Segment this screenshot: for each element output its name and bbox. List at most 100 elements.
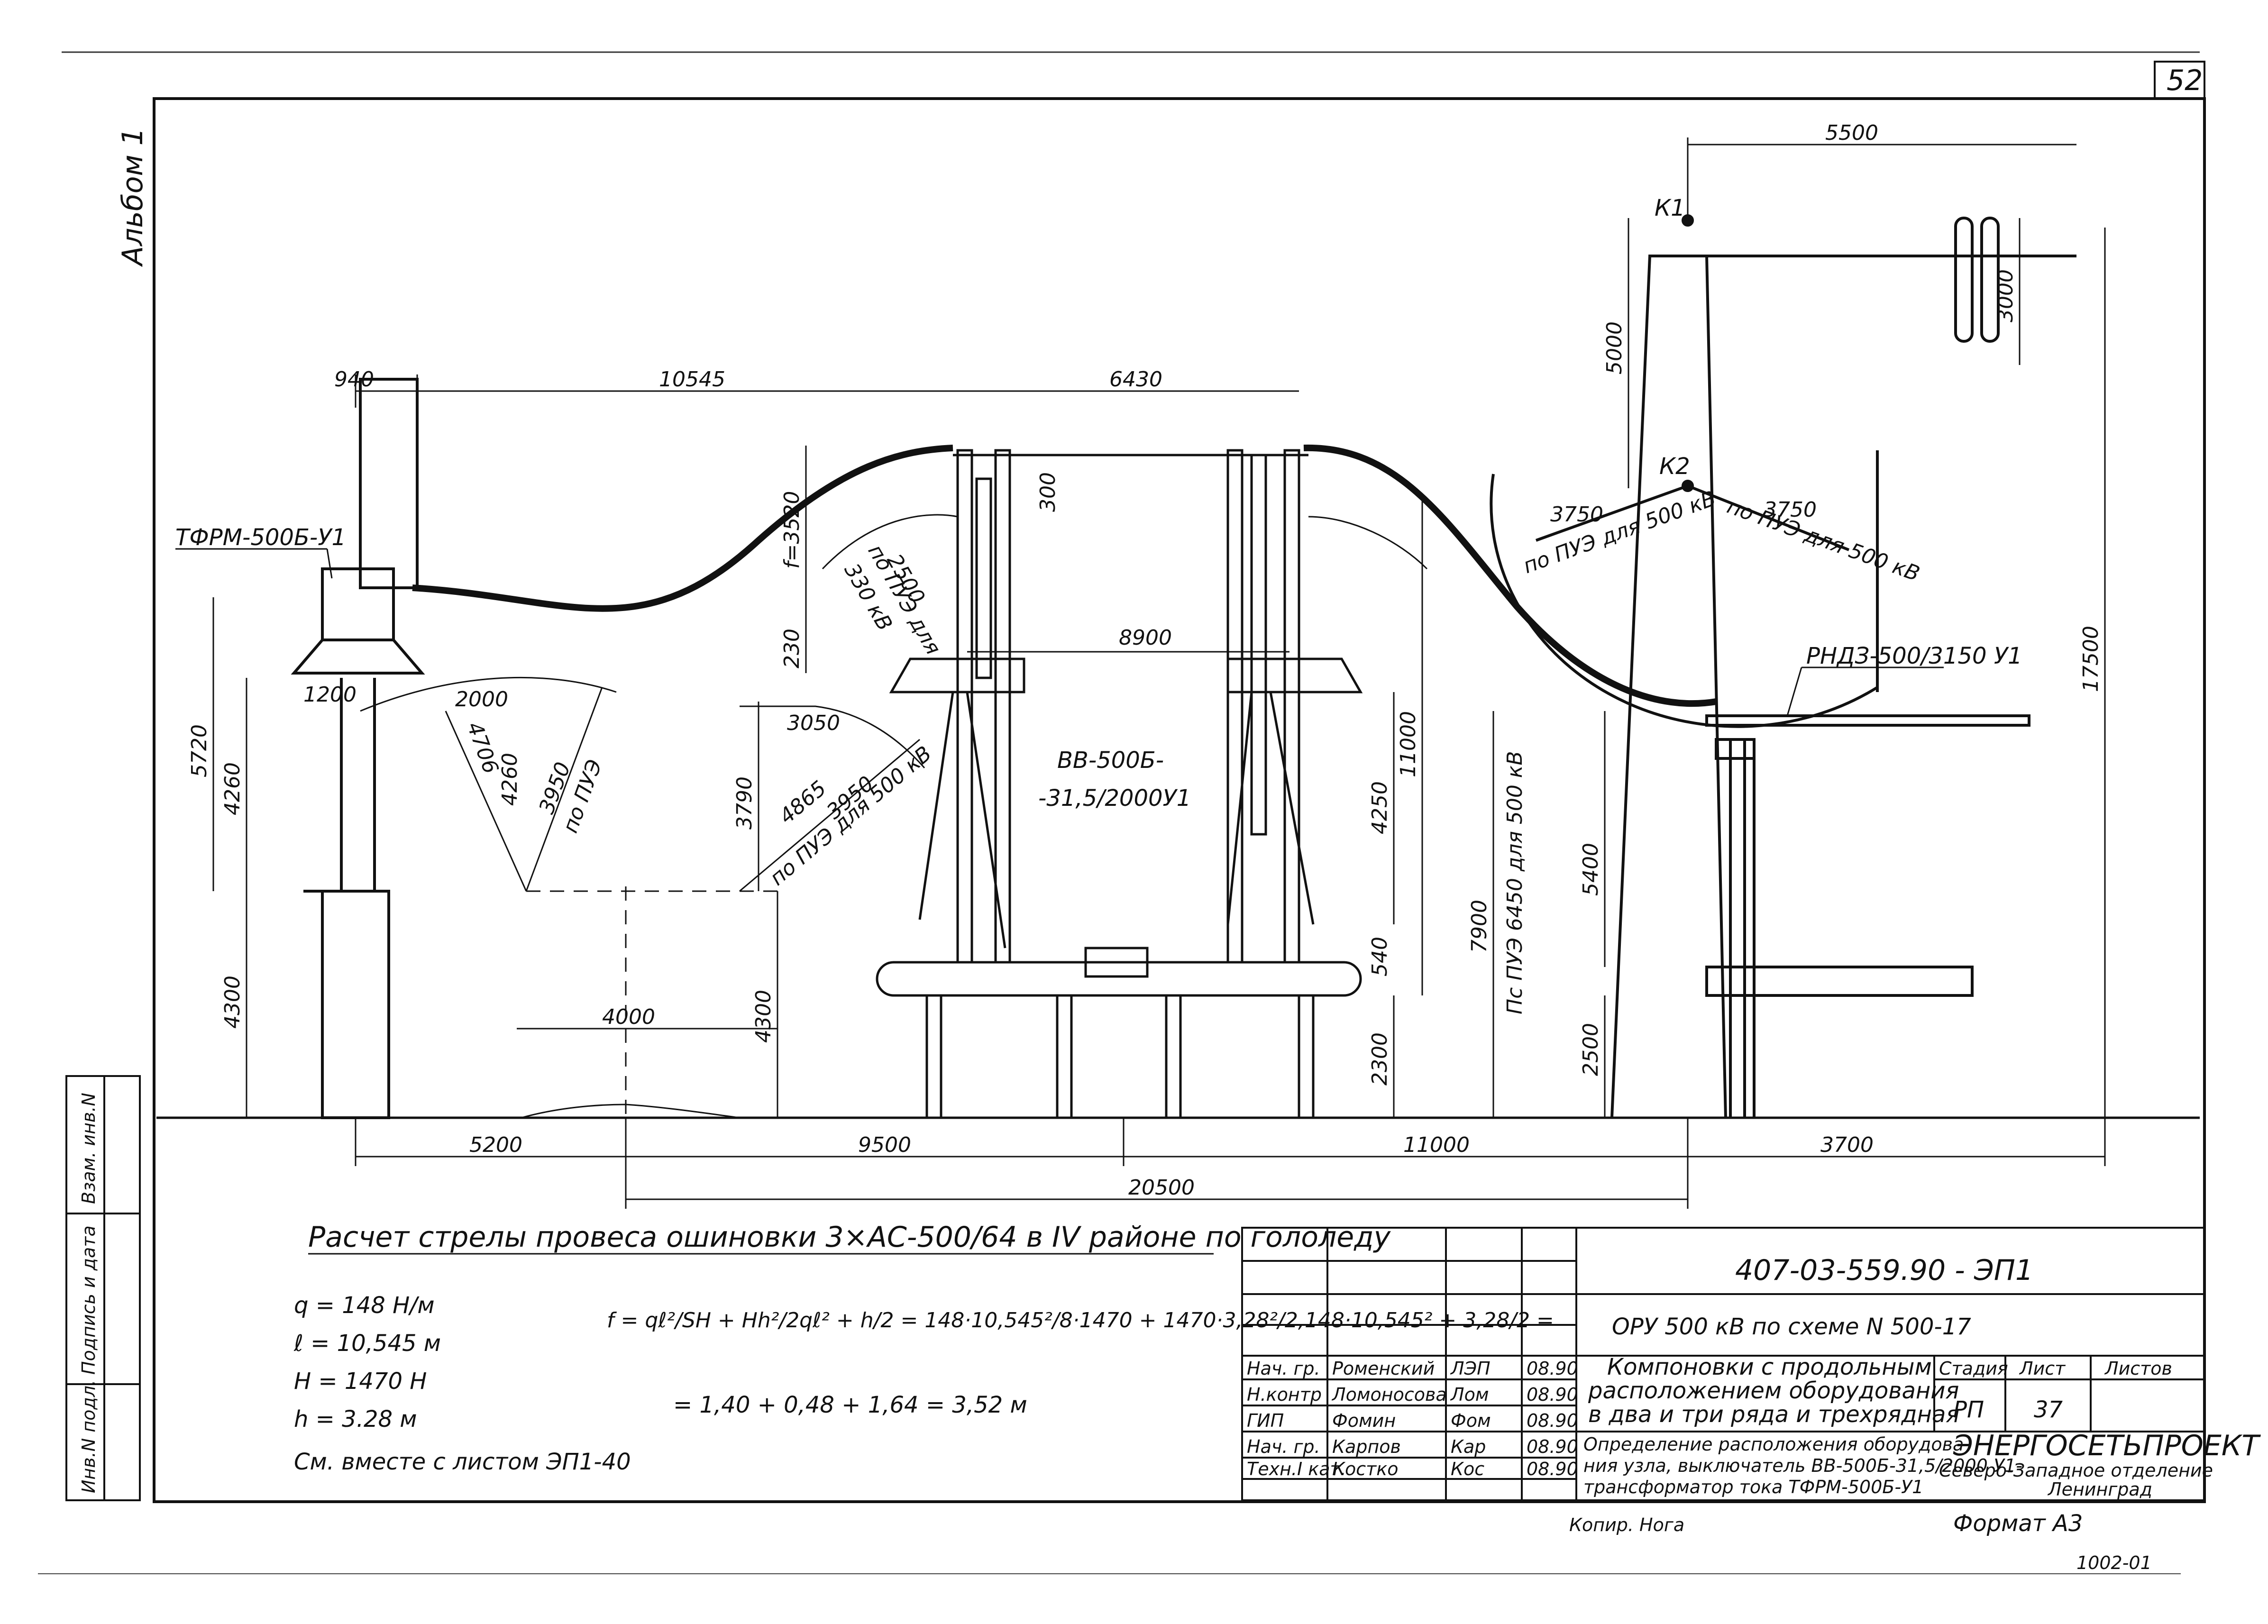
portal-mast xyxy=(1490,214,2076,1118)
stamp-replace: Взам. инв.N xyxy=(78,1093,99,1204)
sig-name: Ломоносова xyxy=(1331,1384,1447,1405)
current-transformer xyxy=(291,378,425,1119)
vdim-11000: 11000 xyxy=(1396,711,1420,777)
clearance-lines xyxy=(360,651,1289,1119)
doc-desc1-l1: Компоновки с продольным xyxy=(1607,1354,1932,1380)
stamp-signature: Подпись и дата xyxy=(78,1225,99,1375)
vdim-2300: 2300 xyxy=(1368,1032,1392,1086)
vdim-sag: f=3520 xyxy=(780,491,804,569)
dim-3050: 3050 xyxy=(787,711,840,735)
vdim-5000: 5000 xyxy=(1602,321,1627,374)
vdim-4300: 4300 xyxy=(220,976,245,1029)
bdim-20500: 20500 xyxy=(1128,1176,1195,1200)
side-stamp xyxy=(65,1075,141,1501)
circuit-breaker xyxy=(876,449,1363,1119)
doc-desc2-l2: ния узла, выключатель ВВ-500Б-31,5/2000 … xyxy=(1583,1455,2022,1476)
album-label: Альбом 1 xyxy=(116,128,149,267)
doc-desc1-l2: расположением оборудования xyxy=(1588,1378,1959,1404)
dim-pue-6450: Пс ПУЭ 6450 для 500 кВ xyxy=(1503,751,1527,1014)
sig-sign: Кос xyxy=(1451,1459,1484,1479)
copied-by: Копир. Нога xyxy=(1569,1515,1684,1535)
dim-4706: 4706 xyxy=(462,719,503,777)
calc-var-l: ℓ = 10,545 м xyxy=(293,1330,441,1357)
sig-name: Фомин xyxy=(1332,1410,1396,1431)
bdim-5200: 5200 xyxy=(469,1133,522,1157)
sig-date: 08.90 xyxy=(1527,1459,1578,1479)
org-name: ЭНЕРГОСЕТЬПРОЕКТ xyxy=(1953,1429,2261,1462)
sheet-value: 37 xyxy=(2034,1396,2063,1423)
sig-role: Нач. гр. xyxy=(1247,1358,1320,1379)
drawing-frame xyxy=(153,97,2206,1503)
sheets-header: Листов xyxy=(2104,1358,2172,1379)
sig-sign: Лом xyxy=(1450,1384,1489,1405)
sig-name: Карпов xyxy=(1332,1436,1401,1457)
ct-label: ТФРМ-500Б-У1 xyxy=(175,524,346,551)
dim-pue-e: по ПУЭ для 500 кВ xyxy=(1724,494,1923,586)
calc-result: = 1,40 + 0,48 + 1,64 = 3,52 м xyxy=(673,1392,1027,1418)
vdim-2500: 2500 xyxy=(1579,1023,1603,1076)
top-dim-6430: 6430 xyxy=(1109,367,1162,392)
sig-role: Н.контр xyxy=(1247,1384,1322,1405)
calc-var-hh: h = 3.28 м xyxy=(294,1406,417,1432)
breaker-label-2: -31,5/2000У1 xyxy=(1038,785,1191,812)
vdim-5400: 5400 xyxy=(1579,843,1603,896)
sig-role: Нач. гр. xyxy=(1247,1436,1320,1457)
sig-role: Техн.I кат. xyxy=(1247,1459,1346,1479)
disconnector-label: РНДЗ-500/3150 У1 xyxy=(1806,643,2022,669)
sig-role: ГИП xyxy=(1247,1410,1284,1431)
vdim-3000: 3000 xyxy=(1994,269,2018,322)
calc-title: Расчет стрелы провеса ошиновки 3×АС-500/… xyxy=(308,1221,1391,1254)
vertical-dimension-lines xyxy=(212,218,2106,1118)
busbar-right xyxy=(1303,444,1717,707)
vdim-4260: 4260 xyxy=(220,762,245,815)
top-dim-5500: 5500 xyxy=(1825,121,1878,145)
sig-sign: ЛЭП xyxy=(1450,1358,1491,1379)
doc-object: ОРУ 500 кВ по схеме N 500-17 xyxy=(1612,1314,1971,1340)
dim-4000: 4000 xyxy=(602,1005,655,1029)
paper-format: Формат А3 xyxy=(1953,1510,2083,1537)
sig-sign: Кар xyxy=(1451,1436,1486,1457)
stage-header: Стадия xyxy=(1939,1358,2008,1379)
vdim-5720: 5720 xyxy=(187,724,211,777)
doc-code: 407-03-559.90 - ЭП1 xyxy=(1735,1254,2033,1287)
bottom-dimension-lines xyxy=(355,1118,2106,1209)
busbar-left xyxy=(412,445,953,612)
sig-date: 08.90 xyxy=(1527,1410,1578,1431)
sig-date: 08.90 xyxy=(1527,1384,1578,1405)
sig-sign: Фом xyxy=(1451,1410,1491,1431)
title-block-grid xyxy=(1241,1227,2205,1501)
sig-date: 08.90 xyxy=(1527,1436,1578,1457)
sheet-number: 52 xyxy=(2167,64,2203,97)
sheet-header: Лист xyxy=(2019,1358,2066,1379)
vdim-17500: 17500 xyxy=(2079,626,2103,692)
calc-formula: f = qℓ²/SH + Hh²/2qℓ² + h/2 = 148·10,545… xyxy=(607,1308,1554,1332)
k1-label: К1 xyxy=(1655,195,1685,221)
dim-1200: 1200 xyxy=(303,683,357,707)
doc-desc1-l3: в два и три ряда и трехрядная xyxy=(1588,1401,1959,1428)
bdim-11000: 11000 xyxy=(1403,1133,1470,1157)
dim-pue-d: по ПУЭ для 500 кВ xyxy=(1520,486,1719,578)
vdim-4260-b: 4260 xyxy=(498,753,522,806)
org-city: Ленинград xyxy=(2047,1479,2152,1500)
sig-name: Роменский xyxy=(1332,1358,1435,1379)
signatures: Нач. гр. Роменский ЛЭП 08.90 Н.контр Лом… xyxy=(1247,1358,1578,1479)
dim-3750-a: 3750 xyxy=(1550,502,1603,527)
calc-var-h: H = 1470 Н xyxy=(294,1368,427,1395)
sig-date: 08.90 xyxy=(1527,1358,1578,1379)
org-branch: Северо-Западное отделение xyxy=(1939,1460,2213,1481)
breaker-label-1: ВВ-500Б- xyxy=(1057,747,1164,774)
bdim-3700: 3700 xyxy=(1820,1133,1874,1157)
vdim-230: 230 xyxy=(780,629,804,668)
vdim-3790: 3790 xyxy=(732,776,757,830)
vdim-7900: 7900 xyxy=(1467,900,1491,953)
dim-3750-b: 3750 xyxy=(1764,498,1817,522)
vdim-300: 300 xyxy=(1036,472,1060,512)
vdim-4300-b: 4300 xyxy=(751,990,776,1043)
top-dim-940: 940 xyxy=(334,367,374,392)
dim-8900: 8900 xyxy=(1119,626,1172,650)
doc-desc2-l1: Определение расположения оборудова- xyxy=(1583,1434,1970,1455)
k2-label: К2 xyxy=(1659,453,1690,480)
stage-value: РП xyxy=(1953,1396,1984,1423)
sig-name: Костко xyxy=(1332,1459,1398,1479)
